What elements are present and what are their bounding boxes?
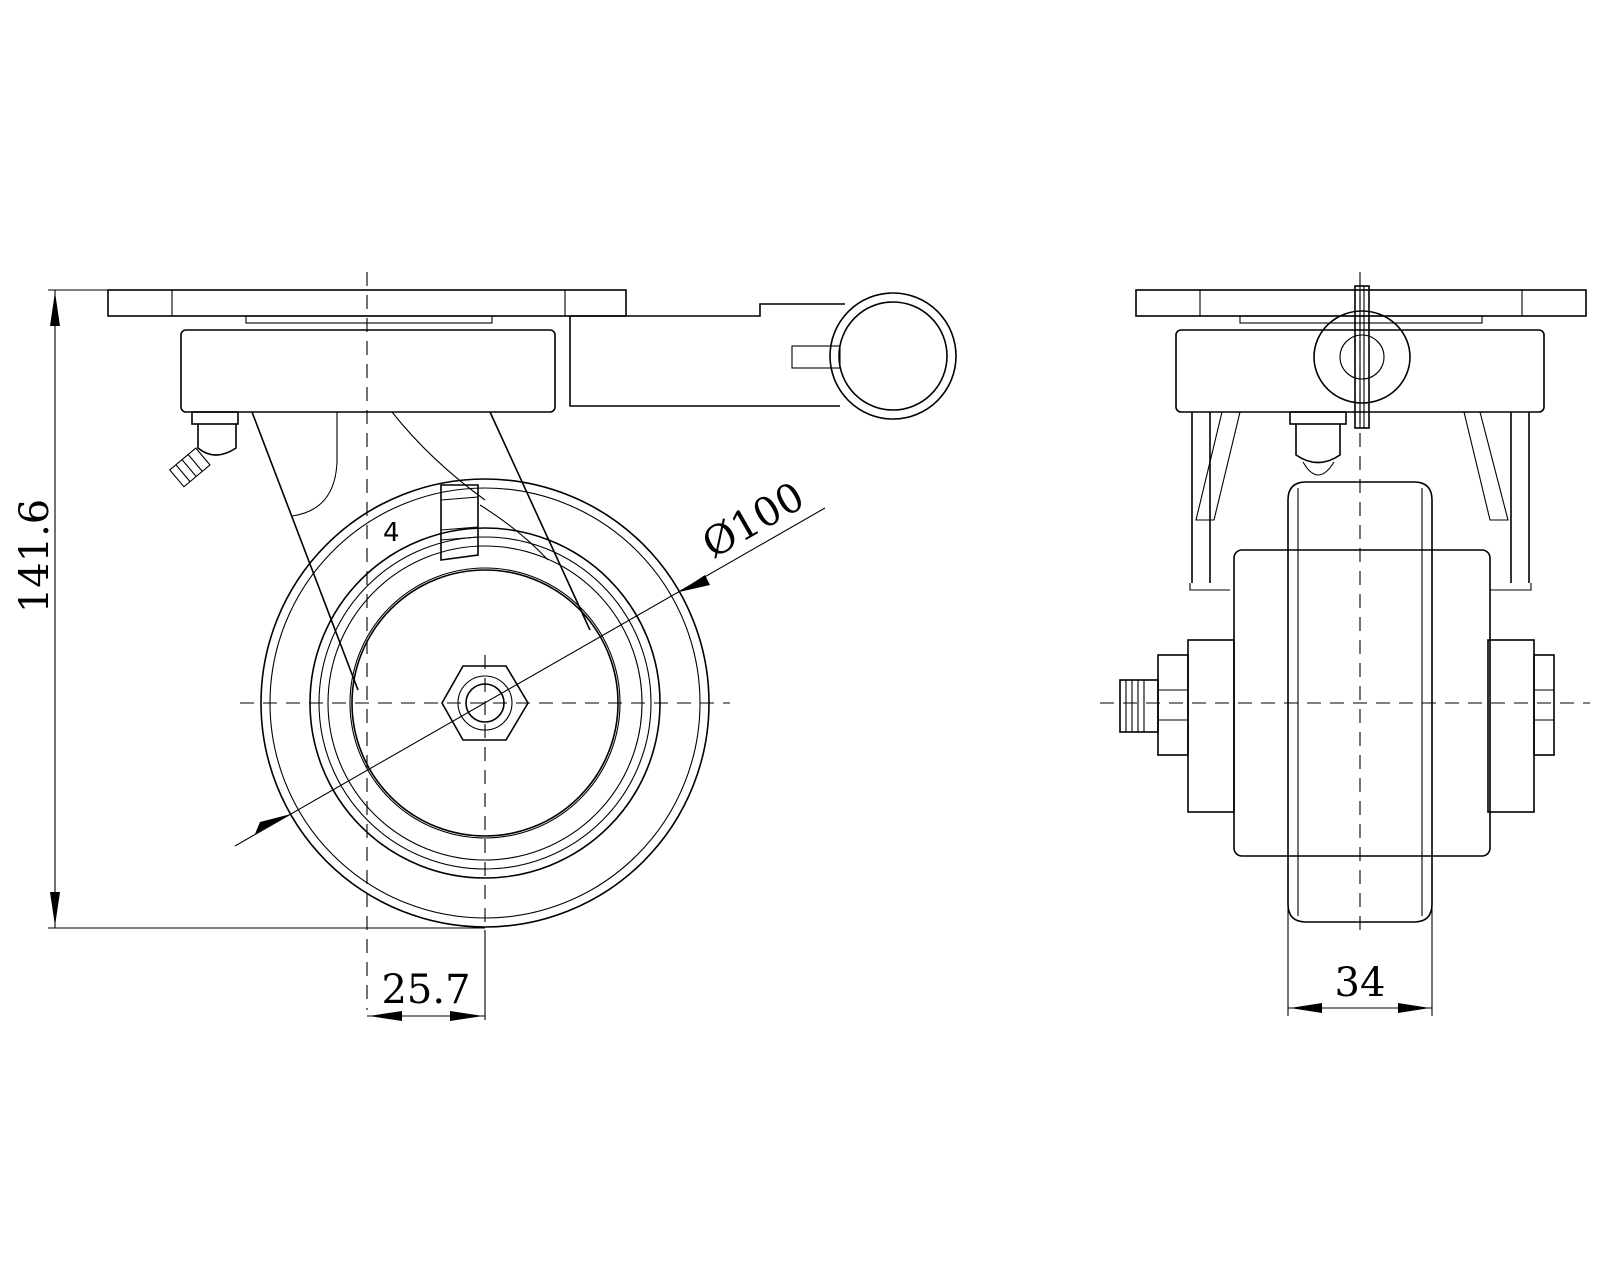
brake-lever xyxy=(569,292,957,420)
width-dimension-label: 34 xyxy=(1335,960,1386,1006)
height-dimension: 141.6 xyxy=(12,289,485,929)
brake-pad xyxy=(440,484,479,561)
front-fork-legs xyxy=(1189,411,1532,591)
front-axle xyxy=(1119,639,1555,813)
fork-leg xyxy=(251,411,591,691)
side-view: 4 xyxy=(107,272,957,1010)
part-number-label: 4 xyxy=(383,518,400,548)
diameter-dimension: Ø100 xyxy=(234,474,826,847)
height-dimension-label: 141.6 xyxy=(12,499,58,614)
top-plate xyxy=(107,289,627,324)
width-dimension: 34 xyxy=(1287,904,1433,1016)
offset-dimension: 25.7 xyxy=(367,930,486,1021)
grease-nipple xyxy=(169,411,239,488)
front-top-plate xyxy=(1135,289,1587,324)
front-brake-lever xyxy=(1313,285,1411,429)
diameter-dimension-label: Ø100 xyxy=(695,474,813,568)
front-hub xyxy=(1233,549,1491,857)
front-grease-nipple xyxy=(1289,411,1347,476)
front-view xyxy=(1100,272,1590,930)
swivel-housing xyxy=(180,329,556,413)
offset-dimension-label: 25.7 xyxy=(381,967,470,1013)
